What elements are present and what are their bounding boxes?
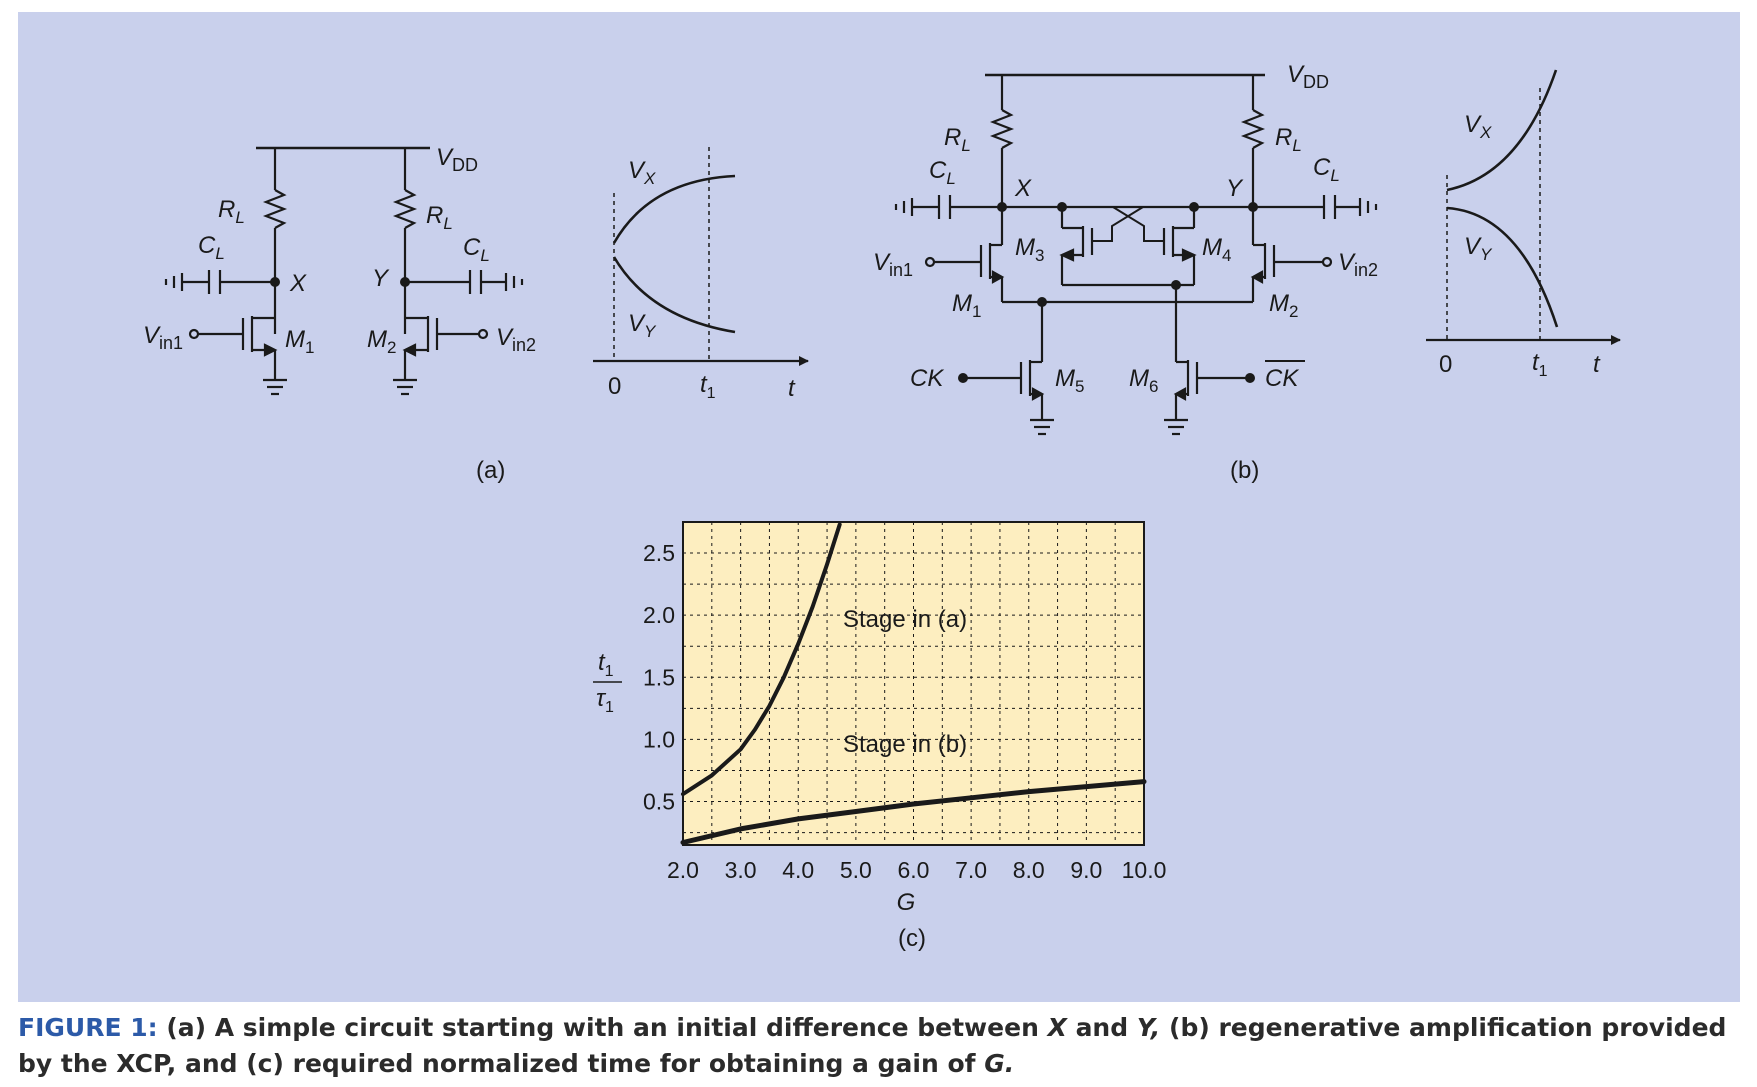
x-tick-label: 8.0 [1013, 857, 1045, 883]
x-tick-label: 10.0 [1122, 857, 1167, 883]
label-m3-b: M3 [1015, 234, 1044, 265]
label-vdd-b: VDD [1287, 61, 1329, 92]
series-lines [680, 522, 1147, 845]
x-tick-label: 6.0 [898, 857, 930, 883]
label-t-a: t [788, 375, 796, 402]
series-label-b: Stage in (b) [843, 731, 967, 758]
label-rl-left-a: RL [218, 196, 245, 227]
label-vx-a: VX [628, 157, 656, 188]
label-m6-b: M6 [1129, 365, 1158, 396]
x-tick-label: 7.0 [955, 857, 987, 883]
y-tick-label: 1.5 [643, 664, 675, 690]
label-cl-right-b: CL [1313, 154, 1340, 185]
chart-c: 2.0 3.0 4.0 5.0 6.0 7.0 8.0 9.0 10.0 0.5 1.0 1.5 2.… [593, 521, 1166, 952]
vx-curve-b [1446, 69, 1558, 192]
label-node-x-a: X [289, 270, 307, 297]
label-b: (b) [1230, 457, 1259, 484]
label-vy-b: VY [1464, 233, 1493, 264]
x-tick-label: 3.0 [725, 857, 757, 883]
svg-text:t1: t1 [598, 649, 614, 680]
y-tick-label: 2.5 [643, 540, 675, 566]
caption-lead: FIGURE 1: [18, 1013, 158, 1042]
caption-g: G. [984, 1049, 1015, 1078]
vy-curve-b [1446, 206, 1559, 328]
x-tick-label: 4.0 [782, 857, 814, 883]
x-tick-label: 9.0 [1070, 857, 1102, 883]
circuit-b-dots [958, 202, 1258, 383]
resistor-rl-right-b [1240, 109, 1266, 149]
figure-drawing: VDD RL RL CL CL X Y Vin1 Vin2 M1 M2 (a) … [143, 61, 1621, 952]
label-zero-b: 0 [1439, 351, 1452, 378]
circuit-a [164, 146, 524, 396]
label-m4-b: M4 [1202, 234, 1231, 265]
label-a: (a) [476, 457, 505, 484]
caption-and: and [1066, 1013, 1137, 1042]
waveform-a [593, 147, 809, 366]
grid-lines [683, 522, 1144, 845]
label-t1-a: t1 [700, 371, 716, 402]
label-m1-a: M1 [285, 326, 314, 357]
label-m2-a: M2 [367, 326, 396, 357]
label-rl-right-a: RL [426, 202, 453, 233]
vx-curve-a [612, 174, 736, 244]
label-ck-bar-b: CK [1265, 365, 1299, 392]
label-m2-b: M2 [1269, 290, 1298, 321]
caption-y: Y, [1136, 1013, 1161, 1042]
y-tick-label: 2.0 [643, 602, 675, 628]
vy-curve-a [612, 256, 736, 334]
label-m1-b: M1 [952, 290, 981, 321]
node-x-dot [270, 277, 280, 287]
label-ck-b: CK [910, 365, 944, 392]
node-y-dot [400, 277, 410, 287]
label-vin1-a: Vin1 [143, 322, 183, 353]
label-cl-left-a: CL [198, 232, 225, 263]
label-m5-b: M5 [1055, 365, 1084, 396]
label-vy-a: VY [628, 310, 657, 341]
label-rl-left-b: RL [944, 124, 971, 155]
series-line-stage-a [681, 522, 842, 797]
resistor-rl-left-b [989, 109, 1015, 149]
waveform-b [1426, 69, 1621, 345]
label-t1-b: t1 [1532, 349, 1548, 380]
label-vdd-a: VDD [436, 144, 478, 175]
label-node-x-b: X [1014, 175, 1032, 202]
label-vin2-a: Vin2 [496, 324, 536, 355]
caption-x: X [1047, 1013, 1067, 1042]
label-cl-right-a: CL [463, 234, 490, 265]
label-cl-left-b: CL [929, 157, 956, 188]
resistor-rl-left [262, 189, 288, 229]
caption-part2: (b) regenerative amplification provided … [18, 1013, 1727, 1078]
label-node-y-a: Y [372, 265, 390, 292]
label-c: (c) [898, 925, 926, 952]
circuit-b [894, 73, 1378, 436]
label-rl-right-b: RL [1275, 124, 1302, 155]
y-tick-labels: 0.5 1.0 1.5 2.0 2.5 [643, 540, 675, 814]
y-tick-label: 1.0 [643, 726, 675, 752]
label-vx-b: VX [1464, 111, 1492, 142]
label-zero-a: 0 [608, 373, 621, 400]
series-label-a: Stage in (a) [843, 606, 967, 633]
svg-text:τ1: τ1 [596, 685, 614, 716]
x-tick-label: 2.0 [667, 857, 699, 883]
figure-caption: FIGURE 1: (a) A simple circuit starting … [18, 1010, 1738, 1082]
y-axis-label: t1 τ1 [593, 649, 622, 716]
x-tick-label: 5.0 [840, 857, 872, 883]
x-tick-labels: 2.0 3.0 4.0 5.0 6.0 7.0 8.0 9.0 10.0 [667, 857, 1166, 883]
x-axis-label: G [897, 889, 916, 916]
label-t-b: t [1593, 351, 1601, 378]
label-node-y-b: Y [1226, 175, 1244, 202]
series-line-stage-b [680, 779, 1147, 845]
label-vin1-b: Vin1 [873, 249, 913, 280]
label-vin2-b: Vin2 [1338, 249, 1378, 280]
y-tick-label: 0.5 [643, 789, 675, 815]
caption-part1: (a) A simple circuit starting with an in… [157, 1013, 1048, 1042]
resistor-rl-right [392, 189, 418, 229]
